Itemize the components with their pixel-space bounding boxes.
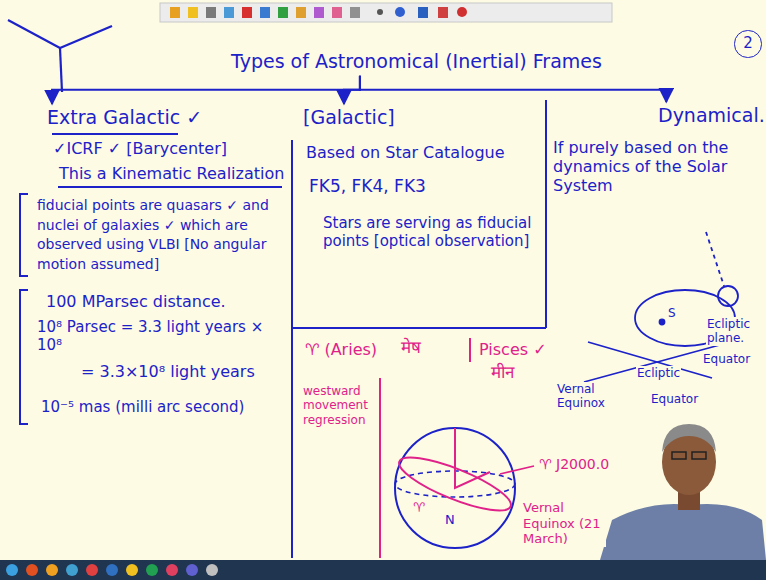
plane-label: Equator bbox=[702, 352, 751, 366]
page-number: 2 bbox=[734, 30, 761, 57]
sign-label: Pisces ✓ bbox=[478, 340, 548, 359]
fiducial-note: Stars are serving as fiducial points [op… bbox=[322, 214, 542, 250]
precession-sketch bbox=[380, 338, 470, 558]
equinox-label: Vernal Equinox bbox=[556, 382, 620, 411]
pole-label: N bbox=[444, 512, 456, 528]
sun-label: S bbox=[667, 306, 677, 320]
node-text: Dynamical. bbox=[658, 105, 765, 127]
node-text: Types of Astronomical (Inertial) Frames bbox=[231, 51, 602, 73]
frame-type: Dynamical. bbox=[655, 104, 766, 128]
node-text: [Galactic] bbox=[303, 107, 395, 129]
frame-note: If purely based on the dynamics of the S… bbox=[552, 138, 762, 196]
dividers bbox=[20, 100, 546, 558]
frame-type: Extra Galactic ✓ bbox=[44, 106, 205, 130]
motion-note: westward movement regression bbox=[302, 384, 376, 427]
taskbar bbox=[0, 560, 766, 580]
frame-note: This a Kinematic Realization bbox=[58, 164, 285, 183]
epoch-label: ♈ J2000.0 bbox=[538, 456, 610, 473]
branch-arrow bbox=[344, 76, 360, 104]
node-text: 2 bbox=[743, 35, 753, 52]
y-sketch bbox=[8, 20, 112, 92]
frame-type: [Galactic] bbox=[300, 106, 398, 130]
title-text: Types of Astronomical (Inertial) Frames bbox=[228, 50, 605, 74]
node-text: Extra Galactic ✓ bbox=[47, 107, 202, 129]
branch-arrow bbox=[52, 76, 360, 104]
sign-label: ♈ bbox=[412, 500, 426, 516]
plane-label: Ecliptic bbox=[636, 366, 681, 380]
precision-note: 10⁻⁵ mas (milli arc second) bbox=[40, 398, 245, 416]
fiducial-note: fiducial points are quasars ✓ and nuclei… bbox=[36, 196, 288, 274]
equinox-label: Vernal Equinox (21 March) bbox=[522, 500, 606, 547]
sign-label: ♈ (Aries) bbox=[304, 340, 378, 359]
celestial-sphere bbox=[394, 428, 534, 548]
distance-note: 100 MParsec distance. bbox=[45, 292, 227, 311]
distance-note: 10⁸ Parsec = 3.3 light years × 10⁸ bbox=[36, 318, 288, 354]
frame-note: Based on Star Catalogue bbox=[305, 143, 506, 162]
plane-label: Ecliptic plane. bbox=[706, 317, 764, 346]
toolbar bbox=[160, 3, 612, 22]
sign-label: मेष bbox=[400, 337, 422, 357]
distance-note: = 3.3×10⁸ light years bbox=[80, 362, 256, 381]
plane-label: Equator bbox=[650, 392, 699, 406]
frame-note: ✓ICRF ✓ [Barycenter] bbox=[52, 139, 228, 158]
presenter bbox=[600, 424, 766, 560]
catalogue-names: FK5, FK4, FK3 bbox=[308, 176, 427, 196]
branch-arrow bbox=[360, 76, 666, 102]
sign-label: मीन bbox=[490, 362, 515, 382]
